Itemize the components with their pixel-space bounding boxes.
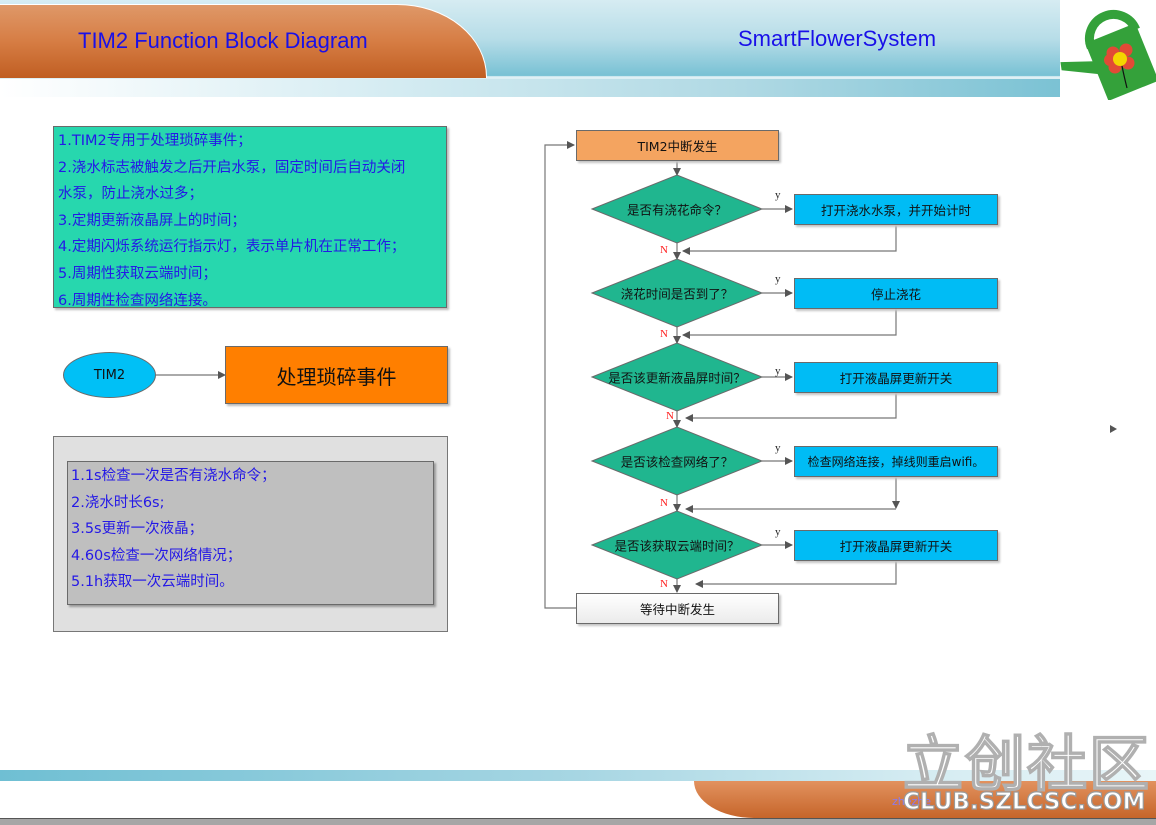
description-box: 1.TIM2专用于处理琐碎事件； 2.浇水标志被触发之后开启水泵，固定时间后自动… (53, 126, 447, 309)
description-line: 5.周期性获取云端时间； (58, 265, 217, 282)
next-slide-arrow-icon[interactable] (1110, 425, 1117, 433)
action-box: 打开浇水水泵，并开始计时 (794, 194, 998, 225)
decision-diamond (590, 174, 764, 244)
decision-label: 是否该获取云端时间？ (614, 538, 740, 554)
description-line: 4.定期闪烁系统运行指示灯，表示单片机在正常工作； (58, 239, 406, 256)
watermark-url: CLUB.SZLCSC.COM (902, 788, 1146, 815)
no-label: N (660, 244, 668, 256)
yes-label: y (775, 365, 781, 377)
flow-end: 等待中断发生 (576, 593, 779, 624)
timing-line: 4.60s检查一次网络情况； (71, 547, 242, 564)
decision-label: 是否该检查网络了？ (620, 454, 734, 470)
timing-line: 5.1h获取一次云端时间。 (71, 574, 234, 591)
decision-diamond (590, 342, 764, 412)
action-box: 检查网络连接，掉线则重启wifi。 (794, 446, 998, 477)
action-box: 停止浇花 (794, 278, 998, 309)
watermark-chinese: 立创社区 (902, 729, 1151, 801)
description-line: 水泵，防止浇水过多； (58, 186, 203, 203)
header-title-tab (0, 4, 487, 78)
description-line: 2.浇水标志被触发之后开启水泵，固定时间后自动关闭 (58, 159, 406, 176)
decision-label: 浇花时间是否到了？ (620, 286, 734, 302)
timing-line: 2.浇水时长6s; (71, 494, 165, 511)
header-strip (0, 79, 1060, 97)
decision-label: 是否有浇花命令？ (626, 202, 728, 218)
yes-label: y (775, 442, 781, 454)
watermark-author: zhezhe (892, 795, 932, 808)
tim2-arrow (156, 371, 226, 379)
description-line: 3.定期更新液晶屏上的时间； (58, 212, 246, 229)
flow-start: TIM2中断发生 (576, 130, 779, 161)
no-label: N (666, 410, 674, 422)
slide-title: TIM2 Function Block Diagram (78, 28, 368, 53)
timing-box: 1.1s检查一次是否有浇水命令； 2.浇水时长6s; 3.5s更新一次液晶； 4… (67, 461, 434, 605)
footer-band (0, 770, 1156, 781)
action-box: 打开液晶屏更新开关 (794, 362, 998, 393)
no-label: N (660, 578, 668, 590)
decision-diamond (590, 426, 764, 496)
system-name: SmartFlowerSystem (738, 26, 937, 51)
tim2-node: TIM2 (63, 352, 156, 398)
decision-diamond (590, 510, 764, 580)
yes-label: y (775, 189, 781, 201)
action-box: 打开液晶屏更新开关 (794, 530, 998, 561)
yes-label: y (775, 526, 781, 538)
footer-gray-line (0, 818, 1156, 825)
yes-label: y (775, 273, 781, 285)
timing-line: 1.1s检查一次是否有浇水命令； (71, 468, 276, 484)
no-label: N (660, 328, 668, 340)
description-line: 1.TIM2专用于处理琐碎事件； (58, 133, 252, 149)
footer-orange-tab (694, 781, 1156, 818)
no-label: N (660, 497, 668, 509)
decision-label: 是否该更新液晶屏时间？ (608, 370, 746, 386)
watering-can-flower-icon (1058, 0, 1156, 101)
decision-diamond (590, 258, 764, 328)
process-trivial-events-block: 处理琐碎事件 (225, 346, 448, 404)
timing-line: 3.5s更新一次液晶； (71, 521, 204, 538)
description-line: 6.周期性检查网络连接。 (58, 292, 217, 309)
